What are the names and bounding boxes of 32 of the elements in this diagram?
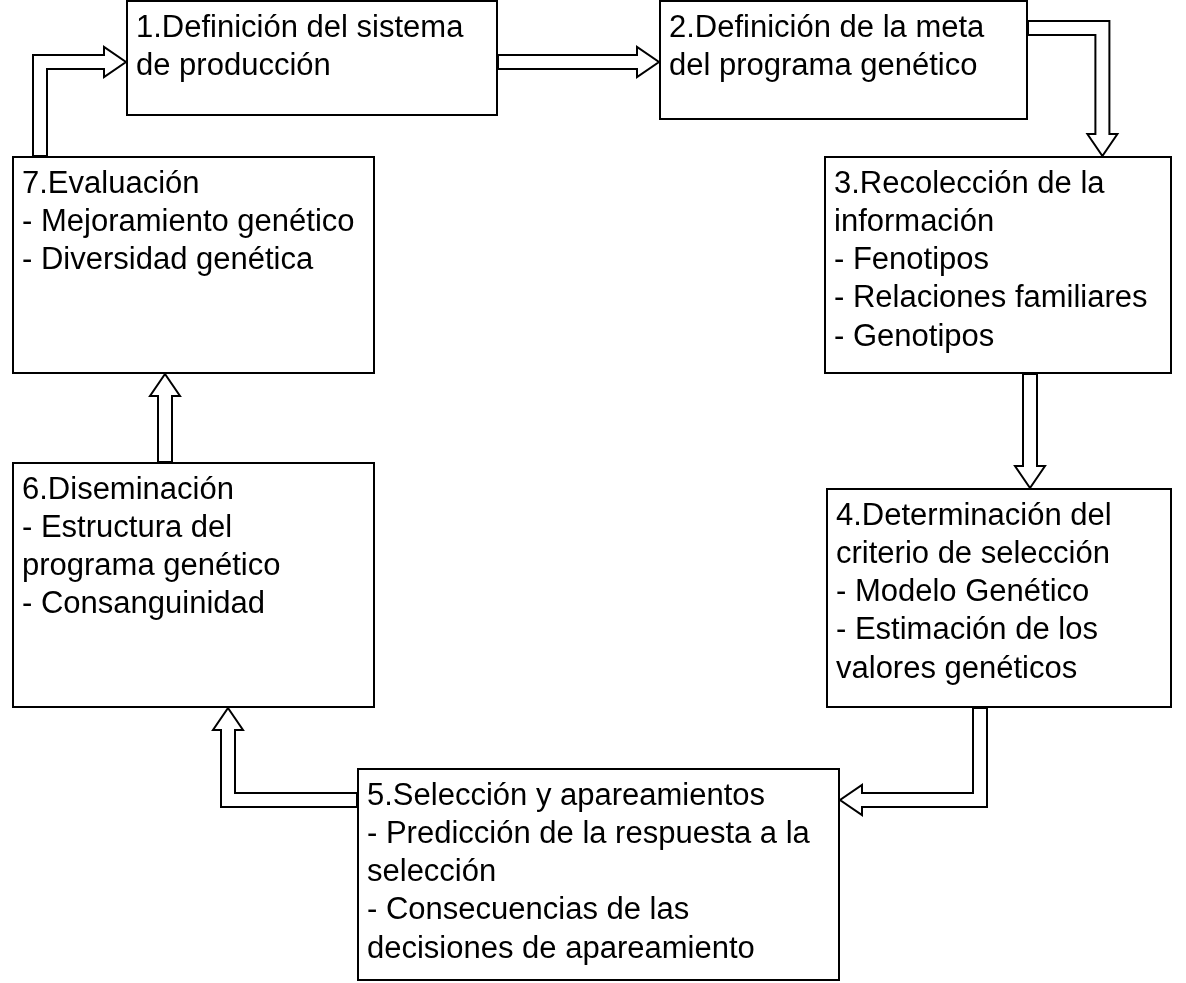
step-title: 1.Definición del sistema de producción	[136, 8, 465, 85]
step-title: 2.Definición de la meta del programa genético	[669, 8, 986, 85]
block-arrow	[1013, 373, 1047, 490]
block-arrow	[148, 372, 182, 463]
step-item: - Consecuencias de las decisiones de apareamiento	[367, 890, 756, 967]
step-item: - Estructura del programa genético	[22, 508, 282, 585]
process-box	[12, 156, 375, 374]
step-item: - Diversidad genética	[22, 240, 315, 279]
step-item: - Modelo Genético	[836, 572, 1091, 611]
block-arrow	[32, 45, 128, 157]
block-arrow	[838, 707, 988, 817]
step-item: - Relaciones familiares	[834, 278, 1149, 317]
step-title: 7.Evaluación	[22, 164, 201, 202]
step-title: 4.Determinación del criterio de selección	[836, 496, 1113, 573]
step-item: - Predicción de la respuesta a la selección	[367, 814, 811, 891]
step-item: - Fenotipos	[834, 240, 991, 279]
process-box	[126, 0, 498, 116]
step-item: - Estimación de los valores genéticos	[836, 610, 1099, 687]
process-box	[824, 156, 1172, 374]
block-arrow	[1027, 20, 1120, 158]
block-arrow	[211, 706, 358, 808]
process-box	[659, 0, 1028, 120]
step-item: - Consanguinidad	[22, 584, 266, 623]
step-item: - Genotipos	[834, 316, 996, 355]
step-title: 6.Diseminación	[22, 470, 235, 508]
step-item: - Mejoramiento genético	[22, 202, 356, 241]
step-title: 3.Recolección de la información	[834, 164, 1106, 241]
block-arrow	[497, 45, 661, 79]
step-title: 5.Selección y apareamientos	[367, 776, 767, 814]
process-box	[12, 462, 375, 708]
process-box	[826, 488, 1172, 708]
process-box	[357, 768, 840, 981]
